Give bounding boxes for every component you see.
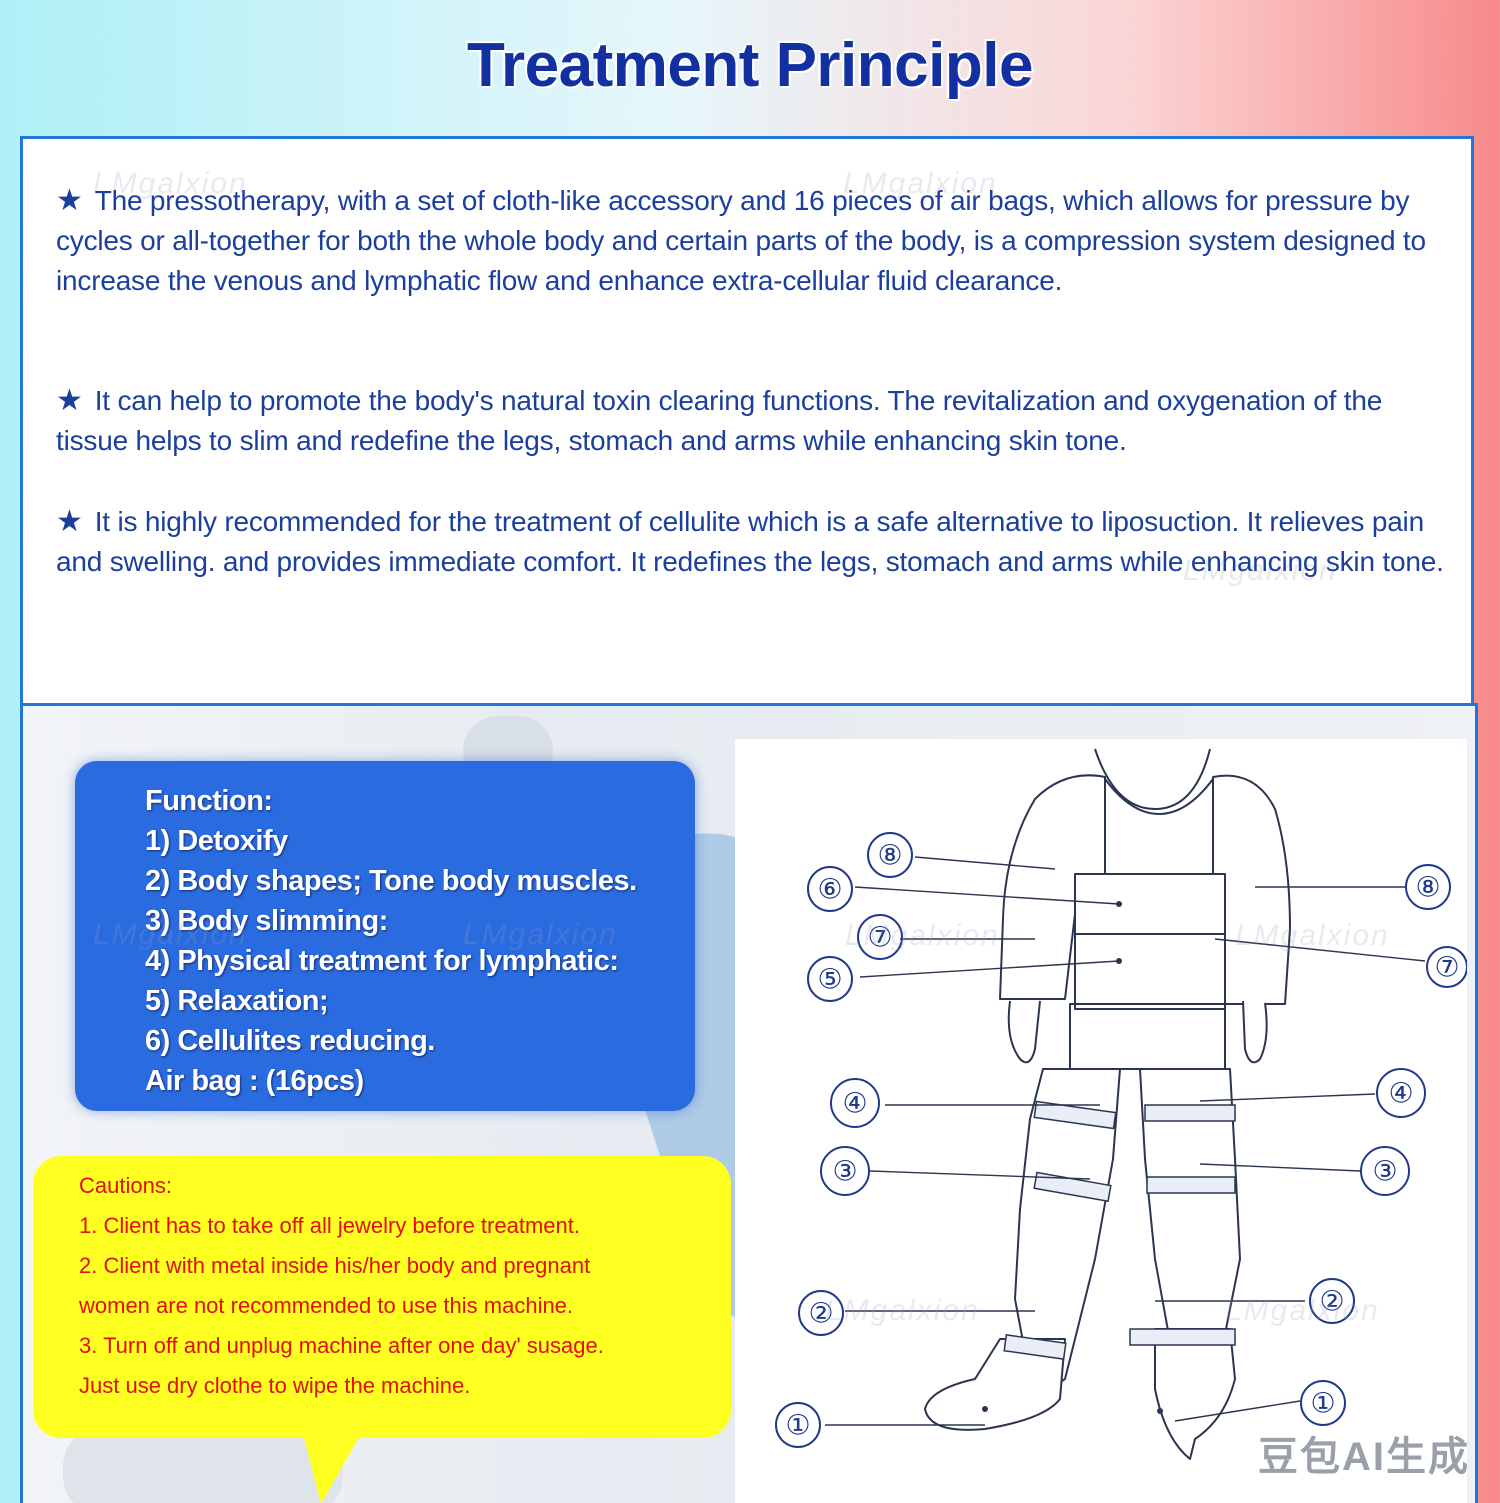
cautions-tail [303, 1434, 361, 1503]
callout-label: ⑦ [1434, 951, 1459, 984]
callout-label: ③ [832, 1155, 857, 1188]
body-diagram: ⑧ ⑥ ⑦ ⑤ ④ ③ ② ① ⑧ ⑦ ④ ③ ② ① LMgalxion LM… [735, 739, 1467, 1503]
description-panel: LMgalxion LMgalxion LMgalxion ★The press… [20, 136, 1474, 706]
caution-line: women are not recommended to use this ma… [79, 1293, 574, 1318]
paragraph-1: ★The pressotherapy, with a set of cloth-… [56, 184, 1426, 296]
caution-line: 1. Client has to take off all jewelry be… [79, 1213, 580, 1238]
function-item: 3) Body slimming: [145, 905, 388, 937]
function-item: 1) Detoxify [145, 825, 288, 857]
callout-label: ② [808, 1297, 833, 1330]
callout-label: ⑥ [817, 873, 842, 906]
callout-label: ④ [1388, 1077, 1413, 1110]
function-item: 6) Cellulites reducing. [145, 1025, 435, 1057]
function-heading: Function: [145, 785, 273, 817]
callout-label: ① [785, 1409, 810, 1442]
watermark: LMgalxion [1235, 919, 1390, 952]
cautions-box [33, 1156, 731, 1438]
star-icon: ★ [56, 184, 83, 217]
caution-line: 2. Client with metal inside his/her body… [79, 1253, 591, 1278]
watermark: LMgalxion [825, 1294, 980, 1327]
caution-line: Just use dry clothe to wipe the machine. [79, 1373, 471, 1398]
callout-label: ⑦ [867, 921, 892, 954]
callout-label: ④ [842, 1087, 867, 1120]
star-icon: ★ [56, 505, 83, 538]
air-bag-count: Air bag : (16pcs) [145, 1065, 364, 1097]
star-icon: ★ [56, 384, 83, 417]
function-item: 2) Body shapes; Tone body muscles. [145, 865, 637, 897]
callout-label: ⑤ [817, 963, 842, 996]
caution-line: 3. Turn off and unplug machine after one… [79, 1333, 604, 1358]
watermark: LMgalxion [463, 918, 618, 951]
suit-illustration: ⑧ ⑥ ⑦ ⑤ ④ ③ ② ① ⑧ ⑦ ④ ③ ② ① [775, 748, 1467, 1460]
watermark: LMgalxion [1183, 554, 1338, 587]
callout-label: ③ [1372, 1155, 1397, 1188]
callout-label: ② [1319, 1285, 1344, 1318]
watermark: LMgalxion [843, 167, 998, 200]
function-box [75, 761, 695, 1111]
illustration-panel: ⑧ ⑥ ⑦ ⑤ ④ ③ ② ① ⑧ ⑦ ④ ③ ② ① LMgalxion LM… [20, 703, 1478, 1503]
photo-pillow [63, 1426, 343, 1503]
cautions-list: Cautions: 1. Client has to take off all … [79, 1166, 604, 1406]
watermark: LMgalxion [93, 167, 248, 200]
ai-generated-mark: 豆包AI生成 [1258, 1435, 1470, 1479]
callout-label: ⑧ [877, 839, 902, 872]
paragraph-3: ★It is highly recommended for the treatm… [56, 505, 1444, 577]
watermark: LMgalxion [93, 918, 248, 951]
watermark: LMgalxion [845, 919, 1000, 952]
callout-label: ⑧ [1415, 871, 1440, 904]
watermark: LMgalxion [1225, 1294, 1380, 1327]
function-item: 4) Physical treatment for lymphatic: [145, 945, 619, 977]
cautions-heading: Cautions: [79, 1173, 172, 1198]
function-list: Function: 1) Detoxify 2) Body shapes; To… [145, 781, 637, 1101]
function-item: 5) Relaxation; [145, 985, 329, 1017]
paragraph-2: ★It can help to promote the body's natur… [56, 384, 1383, 456]
page-title: Treatment Principle [467, 31, 1033, 100]
callout-label: ① [1310, 1387, 1335, 1420]
